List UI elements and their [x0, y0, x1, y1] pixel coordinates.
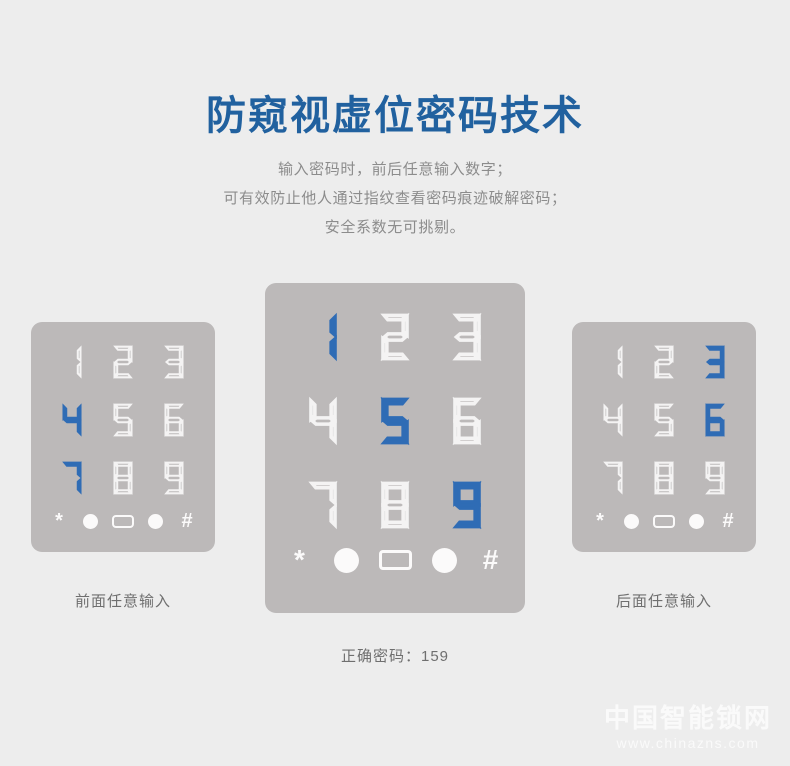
keypad-grid-right	[572, 322, 756, 498]
asterisk-icon[interactable]: *	[596, 510, 604, 532]
keypad-key-7[interactable]	[47, 458, 98, 498]
page-title: 防窥视虚位密码技术	[206, 94, 584, 138]
keypad-key-1[interactable]	[287, 309, 359, 365]
hash-icon[interactable]: #	[722, 510, 734, 532]
watermark-url: www.chinazns.com	[616, 734, 760, 751]
keypad-key-3[interactable]	[431, 309, 503, 365]
keypad-key-1[interactable]	[588, 342, 639, 382]
watermark-brand: 中国智能锁网	[603, 703, 772, 734]
keypad-key-8[interactable]	[639, 458, 690, 498]
keypad-key-5[interactable]	[639, 400, 690, 440]
subtitle-line-2: 可有效防止他人通过指纹查看密码痕迹破解密码；	[223, 190, 567, 207]
caption-right: 后面任意输入	[615, 593, 712, 610]
keypad-key-6[interactable]	[431, 393, 503, 449]
keypad-key-8[interactable]	[98, 458, 149, 498]
circle-icon[interactable]	[431, 547, 457, 573]
watermark: 中国智能锁网 www.chinazns.com	[604, 704, 772, 752]
keypad-key-2[interactable]	[359, 309, 431, 365]
keypad-panel-left[interactable]: *#	[31, 322, 215, 552]
keypad-grid-left	[31, 322, 215, 498]
circle-icon[interactable]	[624, 513, 639, 529]
asterisk-icon[interactable]: *	[55, 510, 63, 532]
keypad-key-6[interactable]	[148, 400, 199, 440]
keypad-grid-center	[265, 283, 525, 533]
keypad-key-3[interactable]	[148, 342, 199, 382]
keypad-key-4[interactable]	[287, 393, 359, 449]
hash-icon[interactable]: #	[181, 510, 193, 532]
function-row-left: *#	[31, 510, 215, 532]
keypad-panel-center[interactable]: *#	[265, 283, 525, 613]
subtitle-line-1: 输入密码时，前后任意输入数字；	[277, 161, 512, 178]
keypad-key-9[interactable]	[431, 477, 503, 533]
page-subtitle: 输入密码时，前后任意输入数字； 可有效防止他人通过指纹查看密码痕迹破解密码； 安…	[0, 155, 790, 242]
rect-icon[interactable]	[378, 550, 412, 570]
keypad-panel-right[interactable]: *#	[572, 322, 756, 552]
keypad-key-8[interactable]	[359, 477, 431, 533]
keypad-key-2[interactable]	[98, 342, 149, 382]
keypad-key-4[interactable]	[588, 400, 639, 440]
function-row-center: *#	[265, 545, 525, 575]
keypad-key-7[interactable]	[588, 458, 639, 498]
keypad-key-7[interactable]	[287, 477, 359, 533]
function-row-right: *#	[572, 510, 756, 532]
rect-icon[interactable]	[653, 514, 675, 528]
keypad-key-2[interactable]	[639, 342, 690, 382]
rect-icon[interactable]	[112, 514, 134, 528]
subtitle-line-3: 安全系数无可挑剔。	[324, 219, 466, 236]
keypad-key-4[interactable]	[47, 400, 98, 440]
caption-center: 正确密码：159	[340, 648, 450, 665]
circle-icon[interactable]	[333, 547, 359, 573]
hash-icon[interactable]: #	[482, 544, 499, 575]
keypad-key-6[interactable]	[689, 400, 740, 440]
circle-icon[interactable]	[689, 513, 704, 529]
keypad-key-9[interactable]	[689, 458, 740, 498]
asterisk-icon[interactable]: *	[294, 544, 305, 575]
keypad-key-5[interactable]	[359, 393, 431, 449]
keypad-key-1[interactable]	[47, 342, 98, 382]
circle-icon[interactable]	[148, 513, 163, 529]
circle-icon[interactable]	[83, 513, 98, 529]
caption-left: 前面任意输入	[74, 593, 171, 610]
keypad-key-3[interactable]	[689, 342, 740, 382]
keypad-key-9[interactable]	[148, 458, 199, 498]
keypad-key-5[interactable]	[98, 400, 149, 440]
